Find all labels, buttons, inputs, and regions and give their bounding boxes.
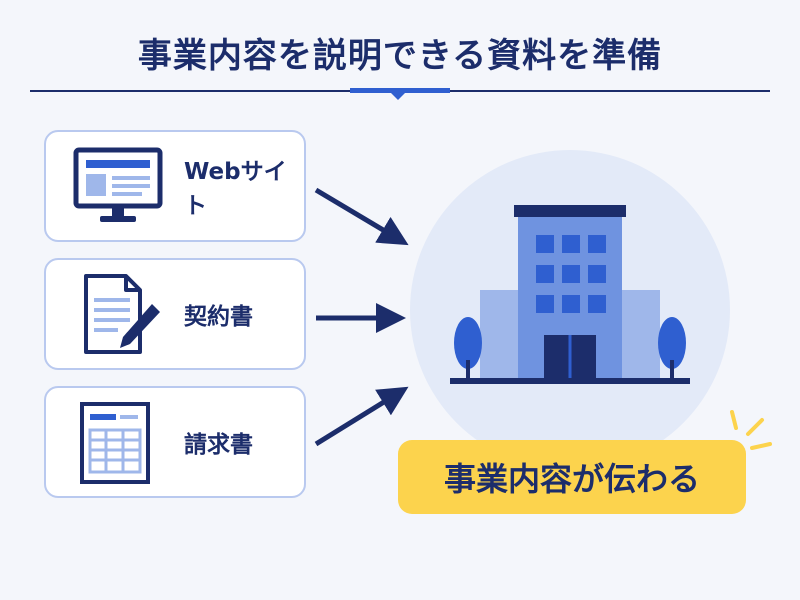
arrow-website: [314, 187, 409, 246]
source-label-website: Webサイト: [184, 159, 287, 219]
invoice-document-icon: [80, 402, 150, 484]
monitor-icon: [73, 147, 163, 222]
result-banner: 事業内容が伝わる: [398, 440, 746, 514]
office-building-icon: [450, 205, 690, 384]
contract-document-icon: [84, 274, 160, 354]
source-label-contract: 契約書: [184, 304, 253, 330]
page-title: 事業内容を説明できる資料を準備: [137, 36, 663, 76]
title-divider-notch: [390, 92, 406, 100]
sparkle-icon: [730, 410, 772, 450]
source-card-website: Webサイト: [44, 130, 306, 242]
title-divider-accent: [350, 88, 450, 93]
arrow-invoice: [314, 386, 409, 447]
source-label-invoice: 請求書: [184, 432, 253, 458]
source-card-contract: 契約書: [44, 258, 306, 370]
source-card-invoice: 請求書: [44, 386, 306, 498]
